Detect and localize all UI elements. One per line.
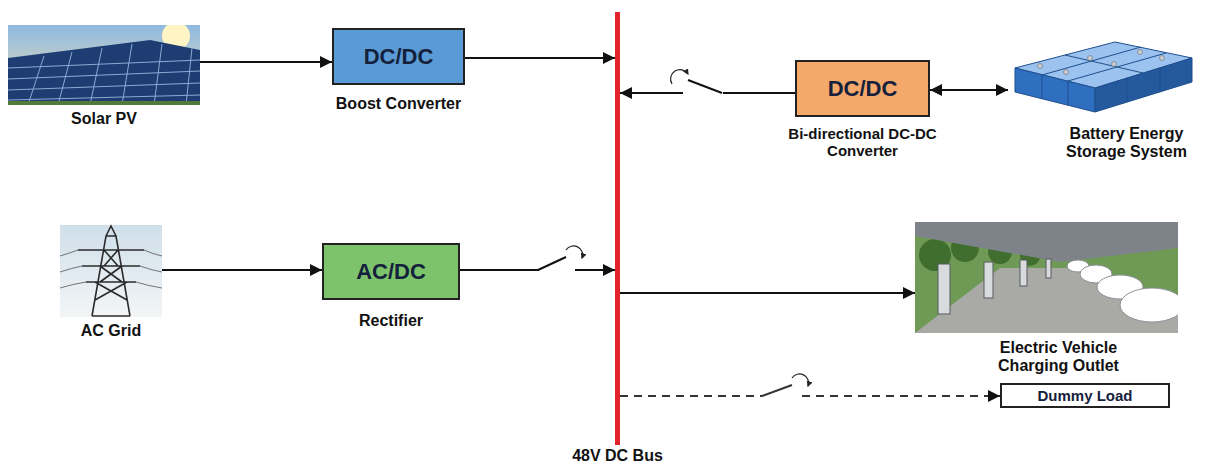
illustration-node: AC Grid xyxy=(60,225,162,317)
ev-charging-picture xyxy=(915,222,1178,333)
solar-panels xyxy=(8,40,200,105)
caption-text: Rectifier xyxy=(311,312,471,330)
caption-block: Boost Converter xyxy=(299,95,499,113)
caption-block: Electric Vehicle Charging Outlet xyxy=(974,339,1144,376)
converter-box: AC/DCRectifier xyxy=(322,243,460,300)
power-flow-arrow xyxy=(162,269,322,271)
battery-side xyxy=(1095,58,1192,112)
tower xyxy=(78,226,144,316)
illustration-node: Solar PV xyxy=(8,25,200,105)
power-flow-arrow xyxy=(620,292,915,294)
power-flow-arrow xyxy=(930,89,1008,91)
box-label: DC/DC xyxy=(828,76,898,102)
power-flow-arrow xyxy=(200,61,332,63)
cars xyxy=(1067,260,1178,322)
caption-text: Boost Converter xyxy=(299,95,499,113)
caption-block: 48V DC Bus xyxy=(538,447,698,465)
caption-block: Rectifier xyxy=(311,312,471,330)
caption-text: 48V DC Bus xyxy=(538,447,698,465)
switch xyxy=(671,70,723,98)
box-label: Dummy Load xyxy=(1037,387,1132,404)
caption-block: Solar PV xyxy=(24,110,184,128)
power-flow-arrow xyxy=(460,269,615,271)
cell-lines xyxy=(1042,47,1166,105)
caption-text: AC Grid xyxy=(41,322,181,340)
caption-text: Battery Energy Storage System xyxy=(1052,125,1202,162)
converter-box: DC/DCBi-directional DC-DC Converter xyxy=(795,60,930,117)
caption-block: Battery Energy Storage System xyxy=(1052,125,1202,162)
box-label: DC/DC xyxy=(364,44,434,70)
battery-picture xyxy=(1015,42,1192,112)
ground xyxy=(8,101,200,105)
chargers xyxy=(938,259,1051,314)
sky xyxy=(60,225,162,317)
switch xyxy=(538,246,583,275)
illustration-node: Electric Vehicle Charging Outlet xyxy=(915,222,1178,333)
battery-front xyxy=(1015,68,1095,112)
caption-text: Electric Vehicle Charging Outlet xyxy=(974,339,1144,376)
caption-block: Bi-directional DC-DC Converter xyxy=(763,125,963,160)
box-label: AC/DC xyxy=(356,259,426,285)
transmission-tower-picture xyxy=(60,225,162,317)
load-box: Dummy Load xyxy=(1000,383,1170,408)
caption-text: Bi-directional DC-DC Converter xyxy=(763,125,963,160)
caption-block: AC Grid xyxy=(41,322,181,340)
caption-text: Solar PV xyxy=(24,110,184,128)
panel-grid xyxy=(8,44,200,105)
switch xyxy=(762,374,809,401)
illustration-node: Battery Energy Storage System xyxy=(1008,38,1195,115)
dc-bus-bar: 48V DC Bus xyxy=(615,12,620,445)
canopy xyxy=(915,222,1178,262)
power-flow-arrow xyxy=(465,57,615,59)
solar-pv-picture xyxy=(8,25,200,105)
dashed-connector xyxy=(620,395,1000,397)
terminals xyxy=(1038,50,1165,75)
power-lines xyxy=(60,250,162,288)
converter-box: DC/DCBoost Converter xyxy=(332,28,465,85)
